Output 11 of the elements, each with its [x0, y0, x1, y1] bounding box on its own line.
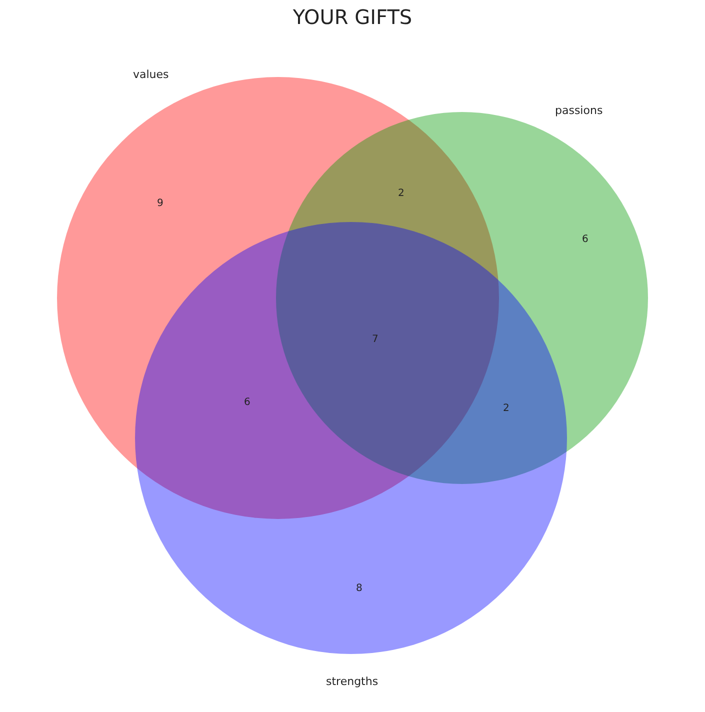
region-count: 7: [372, 334, 378, 345]
chart-title: YOUR GIFTS: [292, 5, 414, 29]
set-label: values: [133, 68, 169, 81]
region-count: 9: [157, 198, 164, 209]
set-label: passions: [555, 104, 603, 117]
set-label: strengths: [326, 675, 378, 688]
region-count: 8: [356, 583, 362, 594]
region-count: 2: [398, 188, 404, 199]
region-count: 6: [244, 397, 250, 408]
region-count: 6: [582, 234, 588, 245]
region-count: 2: [503, 403, 510, 414]
